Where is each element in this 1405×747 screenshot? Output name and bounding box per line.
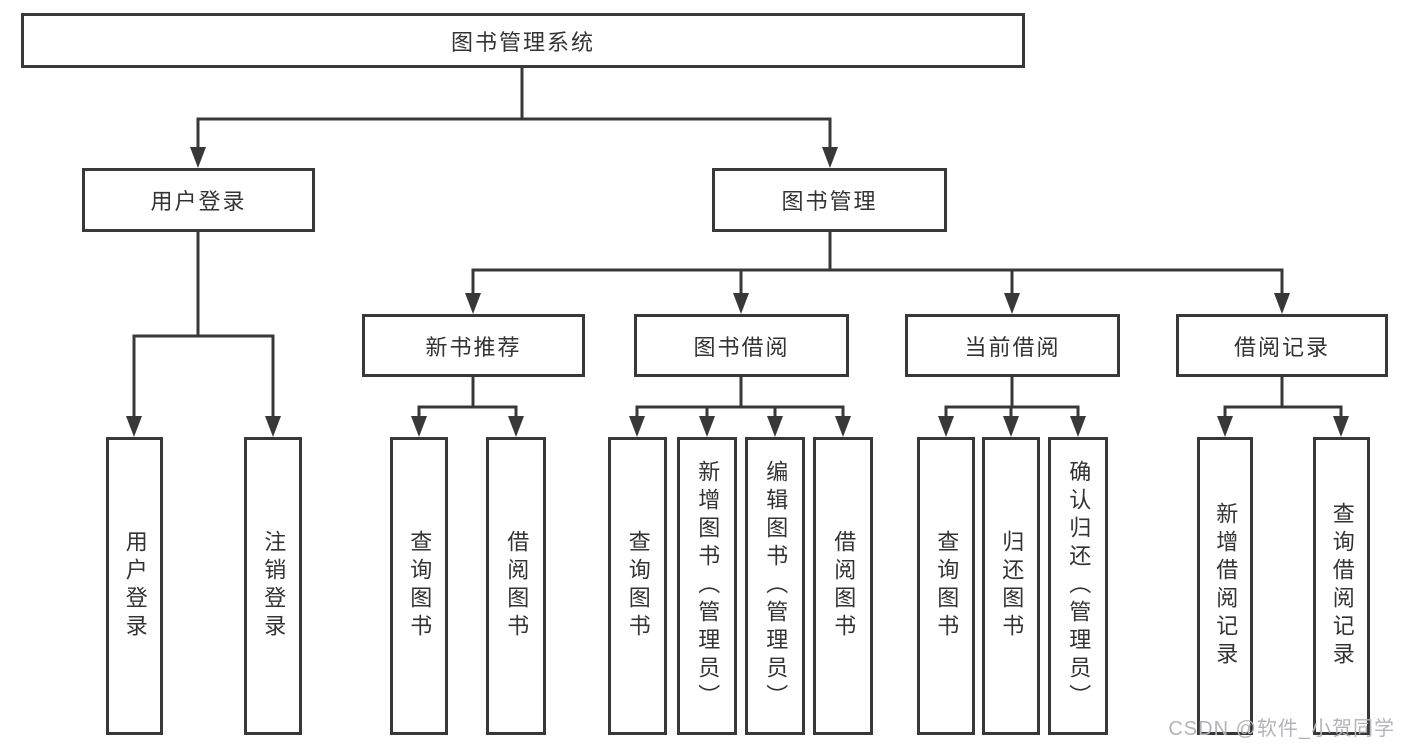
node-label: 确认归还（管理员）: [1066, 460, 1092, 712]
node-label: 用户登录: [122, 530, 148, 642]
node-label: 用户登录: [150, 189, 247, 214]
node-label: 查询借阅记录: [1329, 502, 1355, 670]
node-user-login: 用户登录: [82, 168, 315, 232]
node-label: 当前借阅: [964, 334, 1061, 360]
leaf-user-login: 用户登录: [106, 437, 163, 735]
node-new-book-recommend: 新书推荐: [362, 314, 585, 377]
node-label: 新书推荐: [425, 334, 522, 360]
leaf-logout: 注销登录: [244, 437, 302, 735]
leaf-return-books: 归还图书: [982, 437, 1040, 735]
node-label: 查询图书: [407, 530, 433, 642]
leaf-query-books-current: 查询图书: [917, 437, 975, 735]
node-current-borrow: 当前借阅: [905, 314, 1120, 377]
node-label: 编辑图书（管理员）: [763, 460, 789, 712]
node-label: 图书管理系统: [450, 29, 595, 55]
leaf-add-books-admin: 新增图书（管理员）: [677, 437, 737, 735]
leaf-borrow-books: 借阅图书: [813, 437, 873, 735]
node-label: 查询图书: [625, 530, 651, 642]
node-borrow-records: 借阅记录: [1176, 314, 1388, 377]
node-label: 新增图书（管理员）: [695, 460, 721, 712]
csdn-watermark: CSDN @软件_小贺同学: [1168, 718, 1395, 740]
node-label: 借阅记录: [1233, 334, 1330, 360]
node-root-system: 图书管理系统: [21, 13, 1025, 68]
node-label: 归还图书: [999, 530, 1025, 642]
node-label: 借阅图书: [831, 530, 857, 642]
node-book-borrow: 图书借阅: [634, 314, 849, 377]
leaf-borrow-books-recommend: 借阅图书: [486, 437, 546, 735]
node-label: 图书管理: [781, 189, 878, 214]
leaf-add-borrow-record: 新增借阅记录: [1197, 437, 1253, 735]
node-label: 借阅图书: [504, 530, 530, 642]
node-book-management: 图书管理: [712, 168, 947, 232]
node-label: 注销登录: [261, 530, 287, 642]
leaf-query-borrow-record: 查询借阅记录: [1313, 437, 1370, 735]
node-label: 新增借阅记录: [1213, 502, 1239, 670]
leaf-query-books-borrow: 查询图书: [608, 437, 667, 735]
node-label: 图书借阅: [693, 334, 790, 360]
leaf-edit-books-admin: 编辑图书（管理员）: [745, 437, 805, 735]
leaf-query-books-recommend: 查询图书: [390, 437, 448, 735]
node-label: 查询图书: [934, 530, 960, 642]
leaf-confirm-return-admin: 确认归还（管理员）: [1048, 437, 1108, 735]
